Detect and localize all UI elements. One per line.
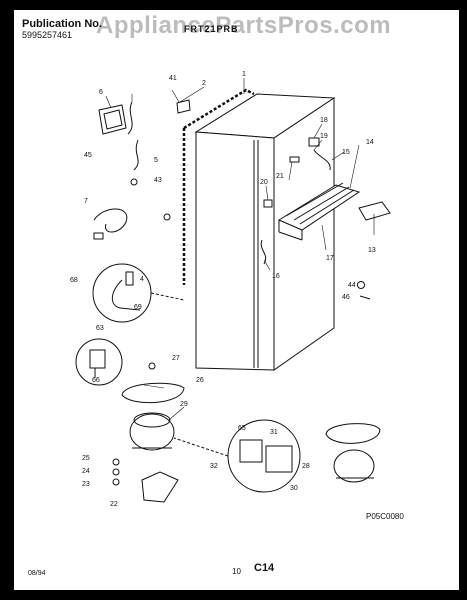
callout-43: 43 <box>154 177 162 184</box>
callout-14: 14 <box>366 139 374 146</box>
callout-17: 17 <box>326 255 334 262</box>
part-43-screw <box>163 213 171 221</box>
part-5-wire <box>127 101 133 135</box>
part-29-compressor <box>129 412 175 451</box>
exploded-parts-drawing: 1 2 4 5 6 7 13 14 15 16 17 18 19 20 21 2… <box>70 71 391 508</box>
callout-20: 20 <box>260 179 268 186</box>
detail-circle-68 <box>92 263 185 323</box>
part-7-power-cord <box>93 208 128 233</box>
callout-46: 46 <box>342 294 350 301</box>
watermark: AppliancePartsPros.com <box>96 12 392 39</box>
compressor-mount-parts <box>112 458 120 486</box>
part-5-lead <box>133 139 139 171</box>
part-45-screw <box>359 295 371 300</box>
part-7-plug <box>93 232 104 240</box>
part-6-frame <box>98 104 127 135</box>
part-18-fitting <box>308 137 320 147</box>
callout-2: 2 <box>202 80 206 87</box>
section-code: C14 <box>254 562 275 574</box>
callout-65: 65 <box>238 425 246 432</box>
publication-label: Publication No. <box>22 18 103 30</box>
callout-68: 68 <box>70 277 78 284</box>
callout-29: 29 <box>180 401 188 408</box>
callout-32: 32 <box>210 463 218 470</box>
part-44-grommet <box>357 281 365 289</box>
publication-number: 5995257461 <box>22 30 73 40</box>
callout-27: 27 <box>172 355 180 362</box>
callout-28: 28 <box>302 463 310 470</box>
callout-66: 66 <box>92 377 100 384</box>
part-21-clip <box>289 156 300 163</box>
callout-25: 25 <box>82 455 90 462</box>
callout-24: 24 <box>82 468 90 475</box>
callout-4: 4 <box>140 276 144 283</box>
parts-diagram-sheet: AppliancePartsPros.com Publication No. 5… <box>14 10 459 590</box>
refrigerator-cabinet <box>194 93 336 371</box>
leader-lines <box>105 78 375 421</box>
callout-16: 16 <box>272 273 280 280</box>
callout-1: 1 <box>242 71 246 78</box>
callout-6: 6 <box>99 89 103 96</box>
part-2-bracket <box>176 99 191 114</box>
callout-31: 31 <box>270 429 278 436</box>
part-26-tray <box>121 382 185 404</box>
part-13-drain-tube <box>358 201 391 221</box>
callout-18: 18 <box>320 117 328 124</box>
callout-21: 21 <box>276 173 284 180</box>
callout-15: 15 <box>342 149 350 156</box>
callout-7: 7 <box>84 198 88 205</box>
callout-22: 22 <box>110 501 118 508</box>
callout-30: 30 <box>290 485 298 492</box>
print-date: 08/94 <box>28 570 46 577</box>
part-43-clip <box>130 178 138 186</box>
page-number: 10 <box>232 567 241 576</box>
condenser-coil <box>277 182 361 241</box>
callout-19: 19 <box>320 133 328 140</box>
callout-41: 41 <box>169 75 177 82</box>
callout-69: 69 <box>134 304 142 311</box>
callout-23: 23 <box>82 481 90 488</box>
detail-circle-63 <box>75 338 123 386</box>
callout-26: 26 <box>196 377 204 384</box>
callout-5: 5 <box>154 157 158 164</box>
part-27-grommet <box>148 362 156 370</box>
part-19-tube <box>313 149 331 171</box>
gasket-strip <box>182 88 255 285</box>
callout-45: 45 <box>84 152 92 159</box>
model-number: FRT21PRB <box>184 24 239 34</box>
drawing-code: P05C0080 <box>366 512 404 521</box>
callout-63: 63 <box>96 325 104 332</box>
part-28-compressor-assembly <box>325 423 381 483</box>
detail-circle-relay <box>173 419 301 493</box>
callout-13: 13 <box>368 247 376 254</box>
callout-44: 44 <box>348 282 356 289</box>
part-22-base-plate <box>141 471 179 503</box>
